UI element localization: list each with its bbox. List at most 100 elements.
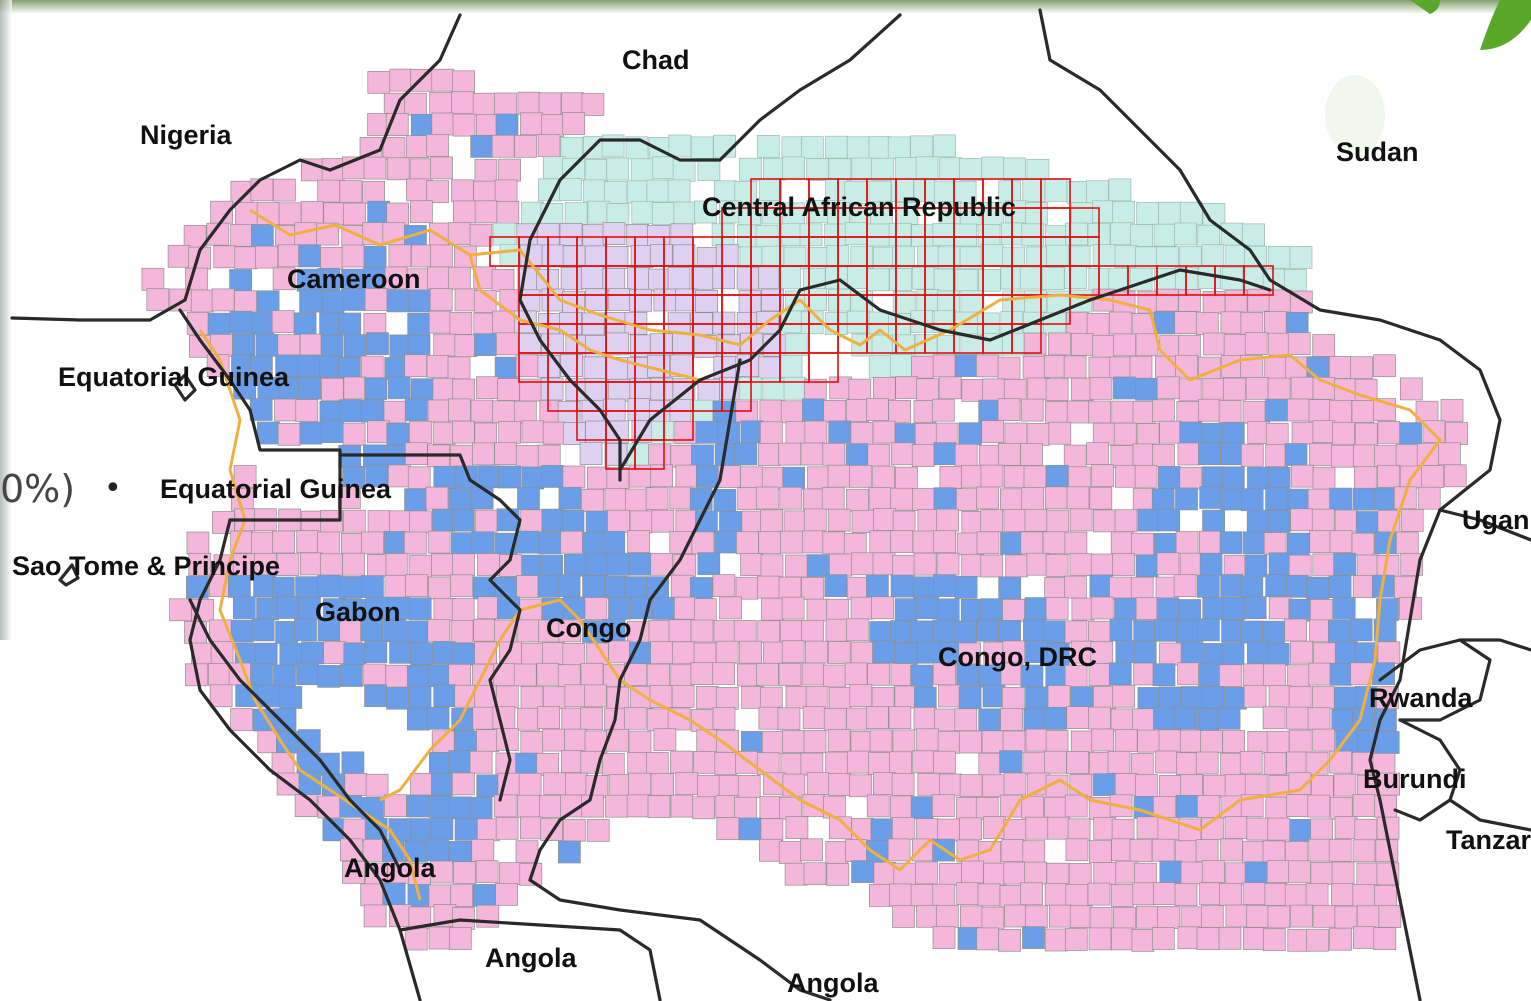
map-tile: [872, 552, 896, 576]
map-tile: [956, 882, 980, 906]
map-tile: [782, 466, 806, 490]
map-tile: [1155, 750, 1178, 774]
map-tile: [426, 354, 450, 378]
map-tile: [1001, 839, 1025, 862]
map-tile: [713, 620, 737, 643]
map-tile: [828, 158, 852, 181]
map-tile: [1262, 706, 1286, 730]
map-tile: [649, 244, 673, 267]
map-tile: [804, 288, 827, 311]
map-tile: [449, 312, 473, 335]
map-tile: [1329, 530, 1353, 553]
map-tile: [961, 860, 984, 884]
map-tile: [491, 134, 515, 158]
map-tile: [428, 884, 452, 908]
map-tile: [1069, 553, 1093, 577]
map-tile: [606, 467, 630, 490]
map-tile: [887, 838, 911, 862]
map-tile: [628, 730, 652, 754]
map-tile: [406, 794, 430, 818]
map-tile: [337, 356, 361, 380]
map-tile: [1092, 334, 1116, 358]
map-tile: [891, 817, 915, 840]
map-tile: [1329, 356, 1352, 379]
map-tile: [1048, 332, 1071, 356]
map-tile: [406, 135, 429, 159]
map-tile: [601, 753, 625, 776]
map-tile: [1025, 816, 1049, 840]
map-tile: [670, 750, 693, 774]
map-tile: [562, 422, 586, 445]
map-tile: [1222, 730, 1245, 753]
map-tile: [1195, 312, 1219, 335]
map-tile: [452, 553, 475, 577]
map-tile: [670, 444, 694, 468]
map-tile: [1331, 861, 1355, 885]
map-tile: [758, 266, 781, 290]
map-tile: [981, 420, 1005, 444]
map-tile: [1157, 508, 1181, 532]
map-tile: [978, 708, 1002, 732]
map-tile: [604, 487, 628, 511]
map-tile: [697, 552, 721, 576]
map-tile: [1137, 729, 1160, 753]
map-tile: [1000, 532, 1023, 555]
map-tile: [476, 729, 499, 753]
map-tile: [824, 135, 848, 159]
map-tile: [1286, 532, 1310, 556]
map-tile: [1247, 731, 1271, 754]
map-tile: [317, 664, 341, 688]
map-tile: [542, 686, 566, 710]
map-tile: [1135, 554, 1159, 578]
map-tile: [1042, 620, 1066, 644]
map-tile: [846, 136, 870, 160]
left-panel-shadow: [0, 0, 12, 640]
map-tile: [1372, 662, 1395, 686]
map-tile: [274, 398, 297, 422]
map-tile: [757, 443, 781, 466]
map-tile: [757, 575, 780, 599]
label-equatorial-guinea-2: Equatorial Guinea: [160, 474, 392, 504]
map-tile: [586, 466, 610, 490]
map-tile: [276, 553, 300, 576]
map-tile: [1154, 618, 1177, 642]
map-tile: [804, 420, 828, 444]
map-tile: [1108, 178, 1132, 202]
label-chad: Chad: [622, 45, 690, 75]
map-tile: [473, 618, 497, 642]
map-tile: [911, 224, 935, 248]
map-tile: [1196, 795, 1220, 818]
map-tile: [492, 400, 515, 424]
map-tile: [428, 576, 451, 600]
map-tile: [667, 179, 691, 203]
map-tile: [320, 377, 344, 401]
map-tile: [232, 333, 255, 357]
map-tile: [890, 795, 913, 819]
map-tile: [1328, 838, 1352, 862]
map-tile: [999, 750, 1022, 773]
map-tile: [1043, 796, 1067, 820]
map-tile: [580, 662, 604, 686]
map-tile: [1198, 442, 1221, 466]
map-tile: [608, 774, 632, 797]
map-tile: [694, 200, 717, 224]
map-tile: [933, 268, 957, 292]
map-tile: [1220, 752, 1243, 776]
map-tile: [939, 863, 962, 886]
map-tile: [1332, 597, 1356, 620]
map-tile: [734, 442, 758, 466]
map-tile: [560, 136, 584, 160]
map-tile: [453, 200, 476, 224]
map-tile: [1352, 926, 1376, 949]
map-tile: [1220, 442, 1244, 466]
map-tile: [367, 510, 391, 533]
map-tile: [448, 927, 472, 950]
map-tile: [1131, 929, 1155, 952]
map-tile: [711, 223, 735, 247]
map-tile: [233, 465, 257, 488]
map-tile: [627, 357, 651, 380]
map-tile: [559, 223, 583, 246]
map-tile: [537, 706, 560, 729]
map-tile: [846, 399, 869, 422]
map-tile: [958, 686, 982, 709]
